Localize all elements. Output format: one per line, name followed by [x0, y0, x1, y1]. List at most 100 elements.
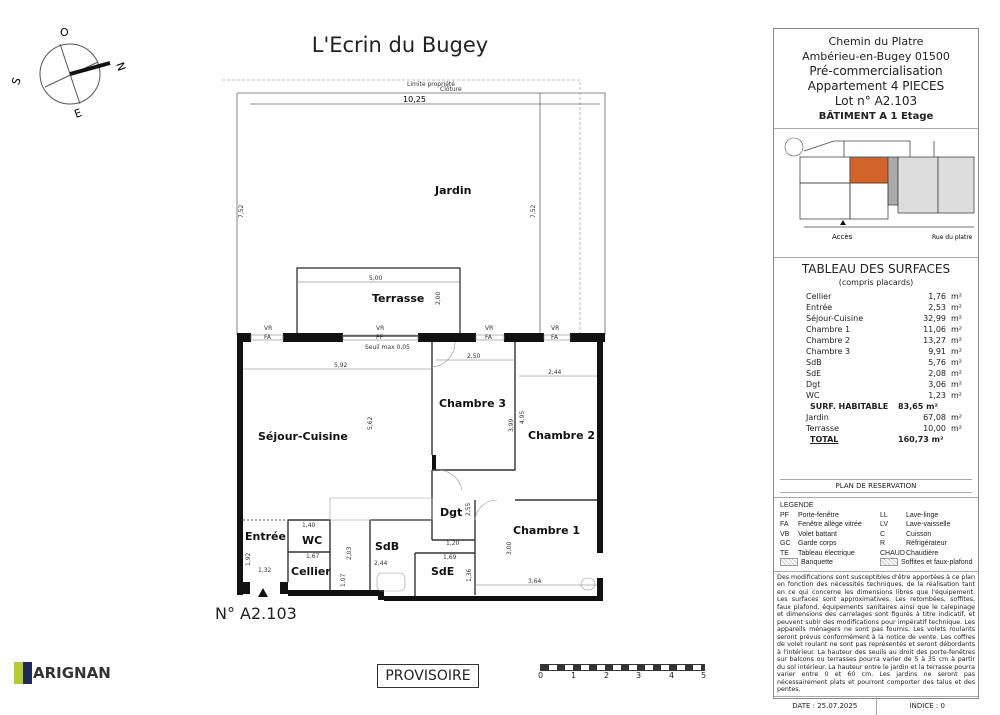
logo-m-icon: [14, 662, 32, 684]
dim-1-36: 1,36: [466, 568, 473, 582]
fa-label-1: FA: [264, 334, 272, 341]
legend-item: Soffites et faux-plafond: [880, 558, 974, 568]
legend-key: LL: [880, 511, 888, 519]
dim-1-67: 1,67: [306, 553, 320, 560]
address-line-1: Chemin du Platre: [828, 35, 924, 48]
room-dgt: Dgt: [440, 506, 462, 519]
surface-unit: m²: [951, 314, 962, 323]
legend-key: GC: [780, 540, 791, 547]
surface-value: 10,00: [923, 424, 946, 433]
surface-value: 11,06: [923, 325, 946, 334]
status-label: Pré-commercialisation: [809, 64, 943, 78]
habitable-label: SURF. HABITABLE: [810, 402, 889, 411]
dim-2-44-ch2: 2,44: [548, 369, 562, 376]
legend-value: Lave-vaisselle: [906, 521, 951, 528]
surface-unit: m²: [951, 325, 962, 334]
dim-1-32: 1,32: [258, 567, 272, 574]
room-sde: SdE: [431, 565, 454, 578]
legend-item: LV Lave-vaisselle: [880, 520, 974, 530]
dim-3-64: 3,64: [528, 578, 542, 585]
dim-1-20: 1,20: [446, 540, 460, 547]
legend-value: Garde corps: [798, 540, 837, 547]
legend-item: GC Garde corps: [780, 539, 876, 549]
legend-value: Volet battant: [798, 530, 837, 538]
surface-unit: m²: [951, 303, 962, 312]
total-row: TOTAL 160,73 m²: [780, 434, 972, 445]
surface-name: Terrasse: [806, 424, 840, 433]
room-jardin: Jardin: [434, 184, 471, 197]
legend-title: LEGENDE: [780, 502, 814, 509]
reservation-heading: PLAN DE RESERVATION: [780, 479, 972, 493]
total-value: 160,73 m²: [898, 435, 944, 444]
lot-number-label: N° A2.103: [215, 604, 297, 623]
surface-name: Chambre 1: [806, 325, 851, 334]
dim-4-95: 4,95: [519, 410, 526, 424]
surface-name: SdB: [806, 358, 822, 367]
surface-name: Dgt: [806, 380, 821, 389]
dim-2-00: 2,00: [435, 291, 442, 305]
legend-key: CHAUD: [880, 549, 905, 557]
dim-1-07: 1,07: [340, 573, 347, 587]
hatch-swatch-icon: [780, 558, 798, 566]
surface-name: Cellier: [806, 292, 832, 301]
info-panel: Chemin du Platre Ambérieu-en-Bugey 01500…: [773, 28, 979, 715]
surface-value: 2,08: [928, 369, 946, 378]
legend-value: Fenêtre allège vitrée: [798, 521, 862, 528]
total-label: TOTAL: [810, 435, 839, 444]
address-line-2: Ambérieu-en-Bugey 01500: [802, 50, 950, 63]
floor-plan: Limite propriété Clôture 10,25 7,52 7,52…: [222, 79, 606, 601]
fa-label-3: FA: [485, 334, 493, 341]
legend-key: C: [880, 530, 886, 538]
dim-7-52-left: 7,52: [238, 204, 245, 218]
surface-value: 9,91: [928, 347, 946, 356]
interior-partitions: [243, 342, 597, 596]
fa-label-4: FA: [551, 334, 559, 341]
dim-3-00: 3,00: [506, 541, 513, 555]
scale-4: 4: [669, 671, 675, 680]
surface-name: SdE: [806, 369, 822, 378]
vr-label-1: VR: [264, 325, 272, 332]
surface-unit: m²: [951, 369, 962, 378]
compass-e: E: [73, 106, 84, 121]
dim-5-00: 5,00: [369, 275, 383, 282]
room-cellier: Cellier: [291, 565, 331, 578]
legend-value: Réfrigérateur: [906, 540, 947, 547]
entrance-arrow-icon: [258, 588, 268, 597]
vr-label-3: VR: [485, 325, 493, 332]
room-terrasse: Terrasse: [372, 292, 424, 305]
panel-header: Chemin du Platre Ambérieu-en-Bugey 01500…: [774, 29, 978, 129]
surface-value: 1,23: [928, 391, 946, 400]
highlighted-apartment: [849, 156, 889, 184]
surface-value: 67,08: [923, 413, 946, 422]
provisoire-stamp: PROVISOIRE: [377, 664, 479, 688]
pf-label: PF: [376, 334, 384, 341]
surface-name: Entrée: [806, 303, 833, 312]
surface-unit: m²: [951, 292, 962, 301]
compass-o: O: [60, 26, 69, 39]
legend-key: LV: [880, 521, 889, 528]
room-sdb: SdB: [375, 540, 399, 553]
hatch-swatch-icon: [880, 558, 898, 566]
apartment-type: Appartement 4 PIECES: [807, 79, 945, 93]
building-label: BÂTIMENT A 1 Etage: [818, 111, 934, 122]
lot-number: Lot n° A2.103: [834, 94, 918, 108]
dim-2-03: 2,03: [346, 546, 353, 560]
room-chambre-3: Chambre 3: [439, 397, 506, 410]
marignan-logo: ARIGNAN: [14, 662, 111, 684]
scale-0: 0: [538, 671, 544, 680]
habitable-value: 83,65 m²: [898, 402, 938, 411]
logo-text: ARIGNAN: [33, 664, 111, 682]
surface-name: Séjour-Cuisine: [806, 314, 864, 323]
dim-5-92: 5,92: [334, 362, 348, 369]
limite-label: Limite propriété: [407, 81, 455, 88]
minimap-rue: Rue du platre: [932, 234, 973, 241]
